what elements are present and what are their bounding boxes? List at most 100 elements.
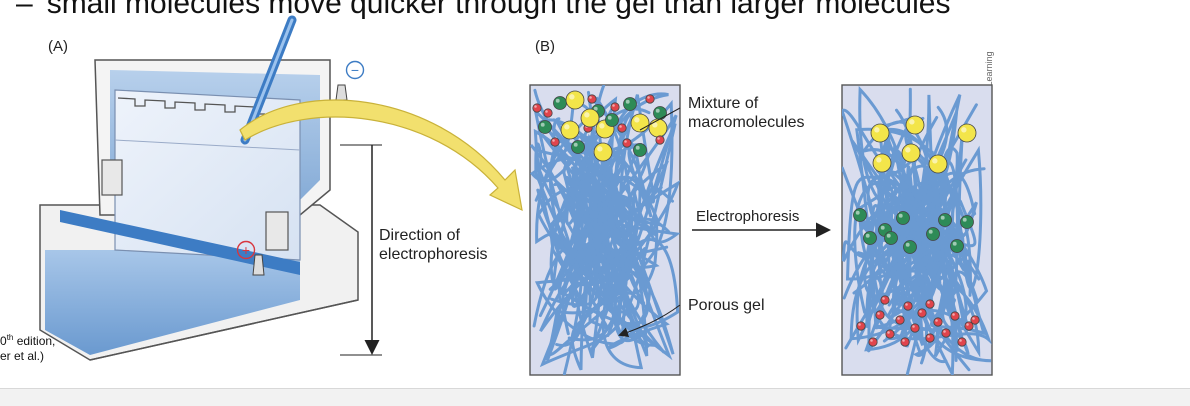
medium-molecule-highlight: [905, 242, 910, 247]
mixture-leader-line: [639, 107, 681, 131]
small-molecule: [655, 135, 665, 145]
plus-sign: +: [242, 242, 250, 258]
large-molecule: [901, 143, 921, 163]
molecules-before: [532, 90, 668, 162]
medium-molecule-highlight: [593, 106, 598, 111]
gel-fiber: [866, 192, 992, 355]
mixture-line-2: macromolecules: [688, 114, 805, 131]
medium-molecule: [926, 227, 940, 241]
citation-line-2: er et al.): [0, 349, 45, 363]
small-molecule: [550, 137, 560, 147]
medium-molecule: [623, 97, 637, 111]
large-molecule-highlight: [599, 123, 605, 129]
electrophoresis-diagram: − +: [39, 15, 993, 376]
minus-sign: −: [351, 62, 359, 78]
medium-molecule-highlight: [880, 225, 885, 230]
large-molecule: [580, 108, 600, 128]
large-molecule-highlight: [564, 124, 570, 130]
small-molecule: [900, 337, 910, 347]
small-molecule: [895, 315, 905, 325]
small-molecule: [925, 299, 935, 309]
small-molecule-highlight: [657, 137, 660, 140]
small-molecule-highlight: [927, 301, 930, 304]
medium-molecule: [633, 143, 647, 157]
small-molecule: [587, 94, 597, 104]
medium-molecule-highlight: [635, 145, 640, 150]
medium-molecule: [553, 96, 567, 110]
medium-molecule-highlight: [865, 233, 870, 238]
large-molecule-highlight: [569, 94, 575, 100]
medium-molecule-highlight: [855, 210, 860, 215]
panel-b-label: (B): [535, 38, 555, 55]
gel-fiber: [875, 130, 968, 325]
small-molecule-highlight: [619, 125, 622, 128]
small-molecule-highlight: [870, 339, 873, 342]
medium-molecule-highlight: [940, 215, 945, 220]
large-molecule-highlight: [634, 117, 640, 123]
medium-molecule-highlight: [898, 213, 903, 218]
direction-line-1: Direction of: [379, 227, 460, 244]
small-molecule: [917, 308, 927, 318]
small-molecule-highlight: [919, 310, 922, 313]
small-molecule: [950, 311, 960, 321]
mixture-label: Mixture of macromolecules: [688, 94, 804, 132]
direction-line-2: electrophoresis: [379, 246, 488, 263]
small-molecule: [543, 108, 553, 118]
small-molecule-highlight: [952, 313, 955, 316]
medium-molecule: [605, 113, 619, 127]
small-molecule-highlight: [902, 339, 905, 342]
medium-molecule: [896, 211, 910, 225]
medium-molecule-highlight: [625, 99, 630, 104]
citation: 0th edition, er et al.): [0, 330, 55, 364]
small-molecule-highlight: [858, 323, 861, 326]
plus-terminal-icon: [236, 240, 256, 260]
small-molecule-highlight: [612, 104, 615, 107]
small-molecule: [941, 328, 951, 338]
large-molecule: [593, 142, 613, 162]
medium-molecule: [571, 140, 585, 154]
large-molecule-highlight: [905, 147, 911, 153]
small-molecule: [617, 123, 627, 133]
medium-molecule: [884, 231, 898, 245]
small-molecule-highlight: [624, 140, 627, 143]
small-molecule-highlight: [887, 331, 890, 334]
direction-label: Direction of electrophoresis: [379, 226, 488, 264]
medium-molecule: [903, 240, 917, 254]
molecules-after: [853, 115, 980, 347]
medium-molecule-highlight: [540, 122, 545, 127]
medium-molecule-highlight: [886, 233, 891, 238]
small-molecule-highlight: [935, 319, 938, 322]
large-molecule: [872, 153, 892, 173]
large-molecule: [565, 90, 585, 110]
medium-molecule: [653, 106, 667, 120]
electrophoresis-apparatus: − +: [39, 15, 382, 361]
porous-gel-leader-line: [618, 304, 681, 338]
mixture-line-1: Mixture of: [688, 95, 759, 112]
large-molecule: [928, 154, 948, 174]
medium-molecule: [863, 231, 877, 245]
small-molecule: [622, 138, 632, 148]
medium-molecule-highlight: [555, 98, 560, 103]
small-molecule: [910, 323, 920, 333]
medium-molecule-highlight: [928, 229, 933, 234]
small-molecule-highlight: [905, 303, 908, 306]
large-molecule-highlight: [597, 146, 603, 152]
small-molecule: [903, 301, 913, 311]
small-molecule: [925, 333, 935, 343]
bullet-dash: –: [16, 0, 33, 20]
large-molecule-highlight: [584, 112, 590, 118]
small-molecule: [933, 317, 943, 327]
small-molecule: [532, 103, 542, 113]
small-molecule: [856, 321, 866, 331]
large-molecule: [630, 113, 650, 133]
medium-molecule: [950, 239, 964, 253]
medium-molecule-highlight: [962, 217, 967, 222]
footer-bar: [0, 388, 1190, 406]
panel-a-label: (A): [48, 38, 68, 55]
small-molecule: [957, 337, 967, 347]
medium-molecule-highlight: [952, 241, 957, 246]
small-molecule-highlight: [943, 330, 946, 333]
small-molecule: [875, 310, 885, 320]
medium-molecule: [853, 208, 867, 222]
large-molecule-highlight: [909, 119, 915, 125]
